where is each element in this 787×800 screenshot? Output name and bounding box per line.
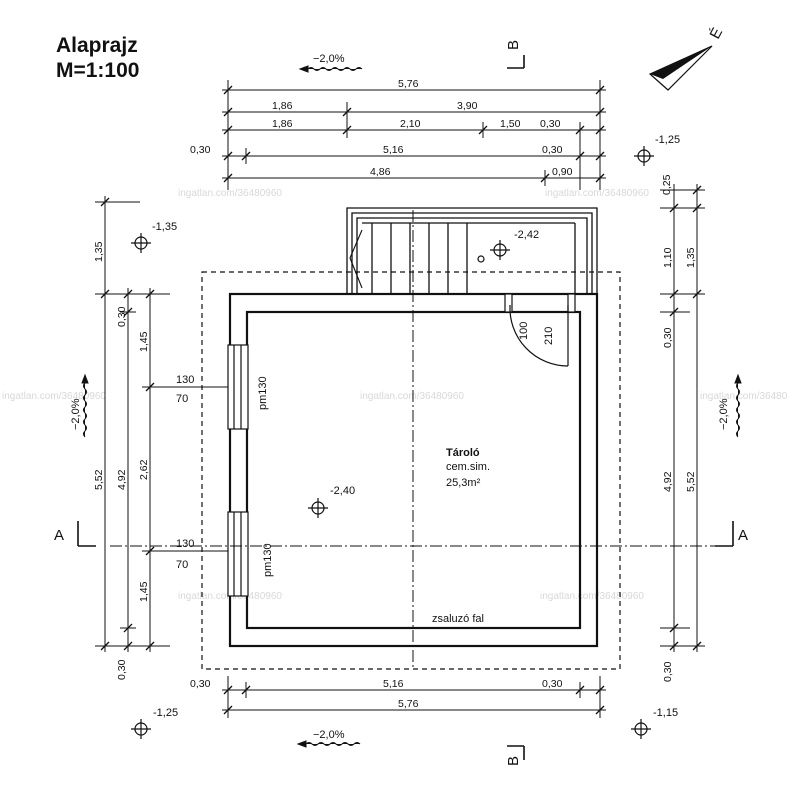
section-label-a-left: A: [54, 527, 64, 544]
svg-text:0,25: 0,25: [661, 174, 673, 195]
svg-text:1,86: 1,86: [272, 118, 293, 130]
north-arrow-icon: [648, 45, 713, 91]
svg-text:2,62: 2,62: [138, 459, 150, 480]
section-label-b-top: B: [505, 40, 522, 50]
svg-text:0,30: 0,30: [540, 118, 561, 130]
wall-label: zsaluzó fal: [432, 613, 484, 625]
watermark: ingatlan.com/36480960: [700, 391, 787, 402]
dimension-labels-top: 5,76 1,86 3,90 1,86 2,10 1,50 0,30 0,30 …: [190, 78, 573, 178]
svg-text:4,86: 4,86: [370, 166, 391, 178]
room-area: 25,3m²: [446, 477, 481, 489]
svg-text:2,10: 2,10: [400, 118, 421, 130]
svg-text:5,52: 5,52: [685, 471, 697, 492]
watermark: ingatlan.com/36480960: [360, 391, 464, 402]
svg-text:−2,0%: −2,0%: [70, 398, 82, 430]
dimension-labels-bottom: 0,30 5,16 0,30 5,76: [190, 678, 563, 710]
svg-text:1,50: 1,50: [500, 118, 521, 130]
door: [504, 293, 576, 367]
level-top-right: -1,25: [655, 134, 680, 146]
svg-text:−2,0%: −2,0%: [313, 53, 345, 65]
svg-text:1,45: 1,45: [138, 581, 150, 602]
window-sill-lower: 130: [176, 538, 194, 550]
section-label-a-right: A: [738, 527, 748, 544]
plan-scale: M=1:100: [56, 59, 140, 82]
room-finish: cem.sim.: [446, 461, 490, 473]
section-label-b-bottom: B: [505, 756, 522, 766]
level-bottom-right: -1,15: [653, 707, 678, 719]
svg-text:0,30: 0,30: [542, 678, 563, 690]
slope-bottom: −2,0%: [296, 729, 361, 748]
svg-text:1,86: 1,86: [272, 100, 293, 112]
svg-text:5,76: 5,76: [398, 78, 419, 90]
svg-text:0,30: 0,30: [662, 327, 674, 348]
door-height: 210: [543, 327, 555, 345]
svg-text:5,52: 5,52: [93, 469, 105, 490]
dimension-labels-right: 1,10 0,30 4,92 0,30 0,25 1,35 5,52: [661, 174, 697, 682]
window-lower: [227, 511, 249, 597]
eaves-outline: [201, 271, 621, 670]
plan-title: Alaprajz: [56, 34, 138, 57]
svg-text:−2,0%: −2,0%: [313, 729, 345, 741]
window-upper: [227, 344, 249, 430]
svg-text:0,30: 0,30: [542, 144, 563, 156]
svg-text:−2,0%: −2,0%: [718, 398, 730, 430]
section-marker-a-left: [77, 521, 96, 547]
svg-text:0,30: 0,30: [662, 661, 674, 682]
window-sill-upper: 130: [176, 374, 194, 386]
svg-text:0,30: 0,30: [116, 659, 128, 680]
north-label: É: [707, 25, 727, 42]
level-markers: [131, 146, 654, 739]
svg-text:5,16: 5,16: [383, 678, 404, 690]
window-head-upper: 70: [176, 393, 188, 405]
slope-top: −2,0%: [298, 53, 363, 73]
svg-text:5,16: 5,16: [383, 144, 404, 156]
section-lines: [110, 210, 720, 668]
staircase: [346, 207, 598, 294]
svg-text:1,45: 1,45: [138, 331, 150, 352]
svg-text:1,35: 1,35: [685, 247, 697, 268]
dimensions-bottom: [222, 676, 606, 718]
svg-text:4,92: 4,92: [116, 469, 128, 490]
window-label-upper: pm130: [257, 376, 269, 410]
section-marker-b-bottom: [507, 745, 525, 760]
dimension-labels-left: 1,35 5,52 0,30 4,92 0,30 1,45 2,62 1,45: [93, 241, 150, 680]
watermark: ingatlan.com/36480960: [178, 188, 282, 199]
svg-text:4,92: 4,92: [662, 471, 674, 492]
svg-text:1,35: 1,35: [93, 241, 105, 262]
door-width: 100: [518, 322, 530, 340]
svg-text:0,30: 0,30: [190, 678, 211, 690]
level-top-left: -1,35: [152, 221, 177, 233]
section-marker-a-right: [715, 521, 734, 547]
watermark: ingatlan.com/36480960: [545, 188, 649, 199]
svg-text:3,90: 3,90: [457, 100, 478, 112]
level-floor: -2,40: [330, 485, 355, 497]
level-stair: -2,42: [514, 229, 539, 241]
level-bottom-left: -1,25: [153, 707, 178, 719]
svg-text:0,30: 0,30: [190, 144, 211, 156]
svg-text:5,76: 5,76: [398, 698, 419, 710]
dimensions-top: [222, 80, 606, 190]
slope-right: −2,0%: [718, 373, 742, 438]
svg-text:0,90: 0,90: [552, 166, 573, 178]
window-head-lower: 70: [176, 559, 188, 571]
watermark: ingatlan.com/36480960: [540, 591, 644, 602]
dimensions-left: [95, 196, 170, 652]
room-name: Tároló: [446, 447, 480, 459]
svg-text:1,10: 1,10: [662, 247, 674, 268]
window-label-lower: pm130: [262, 543, 274, 577]
watermark: ingatlan.com/36480960: [2, 391, 106, 402]
slope-left: −2,0%: [70, 373, 89, 438]
svg-text:0,30: 0,30: [116, 306, 128, 327]
section-marker-b-top: [507, 55, 525, 69]
